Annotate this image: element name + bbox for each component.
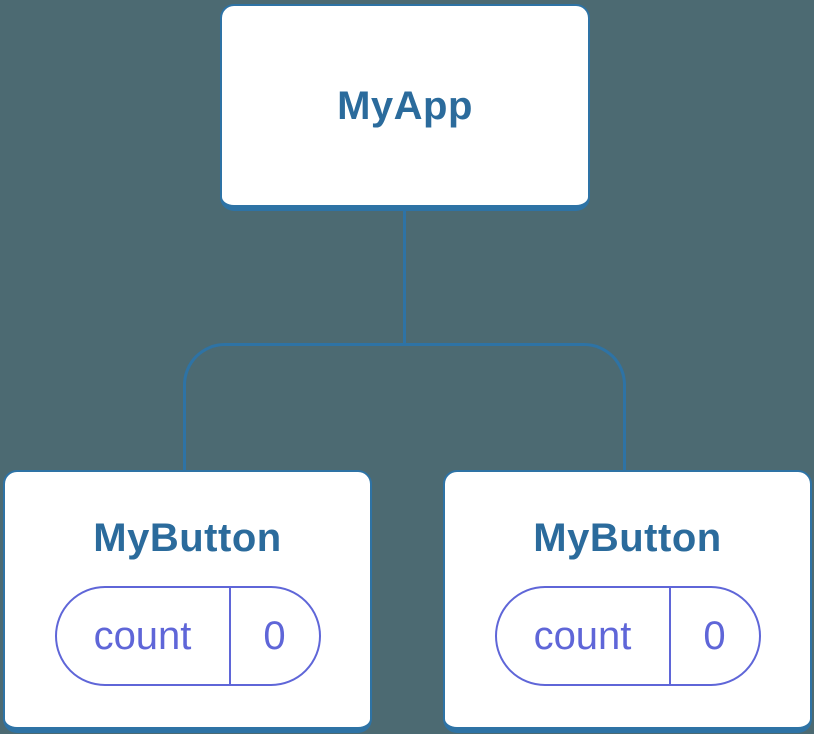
state-pill-label-cell: count	[57, 588, 231, 684]
state-pill: count 0	[54, 586, 321, 686]
component-node-mybutton-right: MyButton count 0	[443, 470, 812, 733]
node-title: MyApp	[337, 83, 473, 128]
component-node-myapp: MyApp	[220, 4, 590, 211]
node-title: MyButton	[93, 516, 282, 560]
state-pill-value-cell: 0	[231, 588, 319, 684]
state-value: 0	[263, 614, 286, 658]
connector-stem	[403, 211, 406, 344]
state-pill-label-cell: count	[497, 588, 671, 684]
state-value: 0	[703, 614, 726, 658]
node-title: MyButton	[533, 516, 722, 560]
state-pill-value-cell: 0	[671, 588, 759, 684]
state-name: count	[533, 614, 632, 658]
connector-bracket	[183, 343, 626, 470]
state-pill: count 0	[494, 586, 761, 686]
state-name: count	[93, 614, 192, 658]
component-node-mybutton-left: MyButton count 0	[3, 470, 372, 733]
